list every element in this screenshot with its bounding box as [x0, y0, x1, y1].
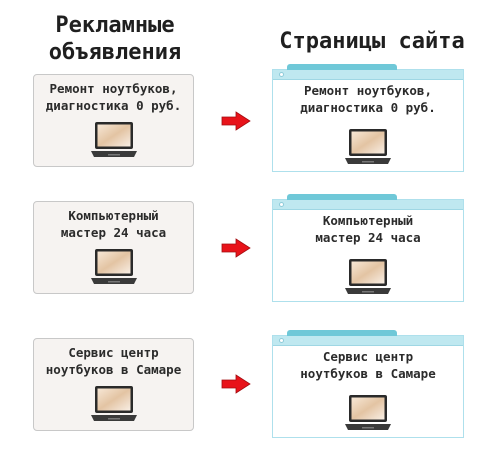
- laptop-icon: [345, 395, 391, 430]
- ad-card-text: Компьютерный мастер 24 часа: [60, 208, 167, 240]
- ad-card-text: Ремонт ноутбуков, диагностика 0 руб.: [45, 81, 182, 113]
- browser-bar: [273, 200, 463, 210]
- ad-card-1: Ремонт ноутбуков, диагностика 0 руб.: [33, 74, 194, 167]
- ads-heading: Рекламные объявления: [48, 13, 182, 65]
- browser-tab: [287, 64, 397, 70]
- site-page-3: Сервис центр ноутбуков в Самаре: [272, 330, 464, 438]
- site-page-2: Компьютерный мастер 24 часа: [272, 194, 464, 302]
- ad-card-text: Сервис центр ноутбуков в Самаре: [45, 345, 182, 377]
- browser-bar: [273, 336, 463, 346]
- browser-bar: [273, 70, 463, 80]
- browser-tab: [287, 330, 397, 336]
- page-text: Сервис центр ноутбуков в Самаре: [300, 349, 436, 381]
- arrow-right-icon: [221, 111, 251, 131]
- arrow-right-icon: [221, 374, 251, 394]
- browser-dot-icon: [279, 202, 284, 207]
- laptop-icon: [90, 249, 137, 284]
- site-page-1: Ремонт ноутбуков, диагностика 0 руб.: [272, 64, 464, 172]
- browser-dot-icon: [279, 338, 284, 343]
- laptop-icon: [90, 122, 137, 157]
- laptop-icon: [90, 386, 137, 421]
- browser-dot-icon: [279, 72, 284, 77]
- laptop-icon: [345, 259, 391, 294]
- laptop-icon: [345, 129, 391, 164]
- arrow-right-icon: [221, 238, 251, 258]
- browser-tab: [287, 194, 397, 200]
- pages-heading: Страницы сайта: [279, 29, 465, 54]
- page-text: Компьютерный мастер 24 часа: [315, 213, 421, 245]
- page-text: Ремонт ноутбуков, диагностика 0 руб.: [300, 83, 436, 115]
- ad-card-2: Компьютерный мастер 24 часа: [33, 201, 194, 294]
- ad-card-3: Сервис центр ноутбуков в Самаре: [33, 338, 194, 431]
